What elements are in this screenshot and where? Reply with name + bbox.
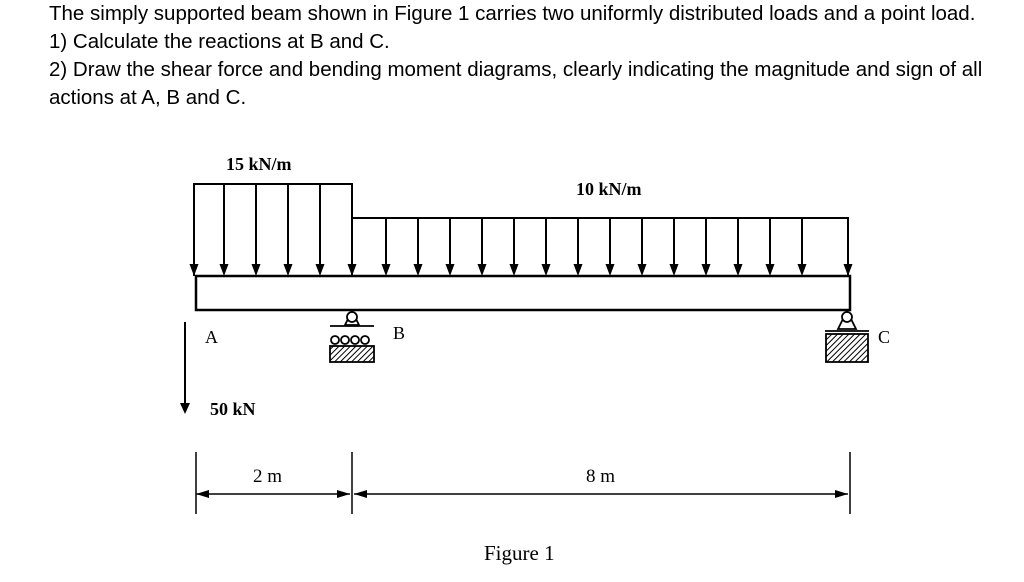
- support-b-roller: [329, 308, 375, 363]
- udl-right-arrow-head: [445, 264, 455, 276]
- udl-right-arrow-head: [637, 264, 647, 276]
- udl-arrows: [189, 184, 853, 276]
- dimension-lines: [195, 452, 851, 514]
- question-part-2: 2) Draw the shear force and bending mome…: [49, 58, 983, 109]
- point-b-label: B: [393, 323, 405, 343]
- udl-right-arrow-head: [413, 264, 423, 276]
- point-load-label: 50 kN: [210, 399, 256, 419]
- udl-right: [352, 217, 849, 276]
- udl-left: [193, 183, 353, 276]
- udl-left-arrow-head: [251, 264, 261, 276]
- udl-right-label: 10 kN/m: [576, 179, 642, 199]
- question-text: The simply supported beam shown in Figur…: [49, 0, 989, 112]
- question-part-1: 1) Calculate the reactions at B and C.: [49, 30, 390, 53]
- udl-left-arrow-head: [219, 264, 229, 276]
- figure-caption: Figure 1: [484, 541, 555, 565]
- udl-right-arrow-head: [381, 264, 391, 276]
- udl-right-arrow-head: [509, 264, 519, 276]
- question-intro: The simply supported beam shown in Figur…: [49, 2, 976, 25]
- point-load-arrow: [180, 322, 190, 414]
- dim-right-label: 8 m: [586, 466, 615, 487]
- beam: [194, 274, 852, 312]
- udl-right-arrow-head: [573, 264, 583, 276]
- udl-left-label: 15 kN/m: [226, 154, 292, 174]
- udl-right-arrow-head: [733, 264, 743, 276]
- point-a-label: A: [205, 327, 218, 347]
- udl-left-arrow-head: [189, 264, 199, 276]
- udl-right-arrow-head: [605, 264, 615, 276]
- udl-right-arrow-head: [765, 264, 775, 276]
- udl-right-arrow-head: [797, 264, 807, 276]
- support-c-pin: [825, 308, 869, 363]
- udl-right-arrow-head: [669, 264, 679, 276]
- udl-right-arrow-head: [541, 264, 551, 276]
- udl-right-arrow-head: [477, 264, 487, 276]
- udl-left-arrow-head: [347, 264, 357, 276]
- udl-right-arrow-head: [701, 264, 711, 276]
- udl-right-arrow-head: [843, 264, 853, 276]
- point-c-label: C: [878, 327, 890, 347]
- udl-left-arrow-head: [283, 264, 293, 276]
- udl-left-arrow-head: [315, 264, 325, 276]
- dim-left-label: 2 m: [253, 466, 282, 487]
